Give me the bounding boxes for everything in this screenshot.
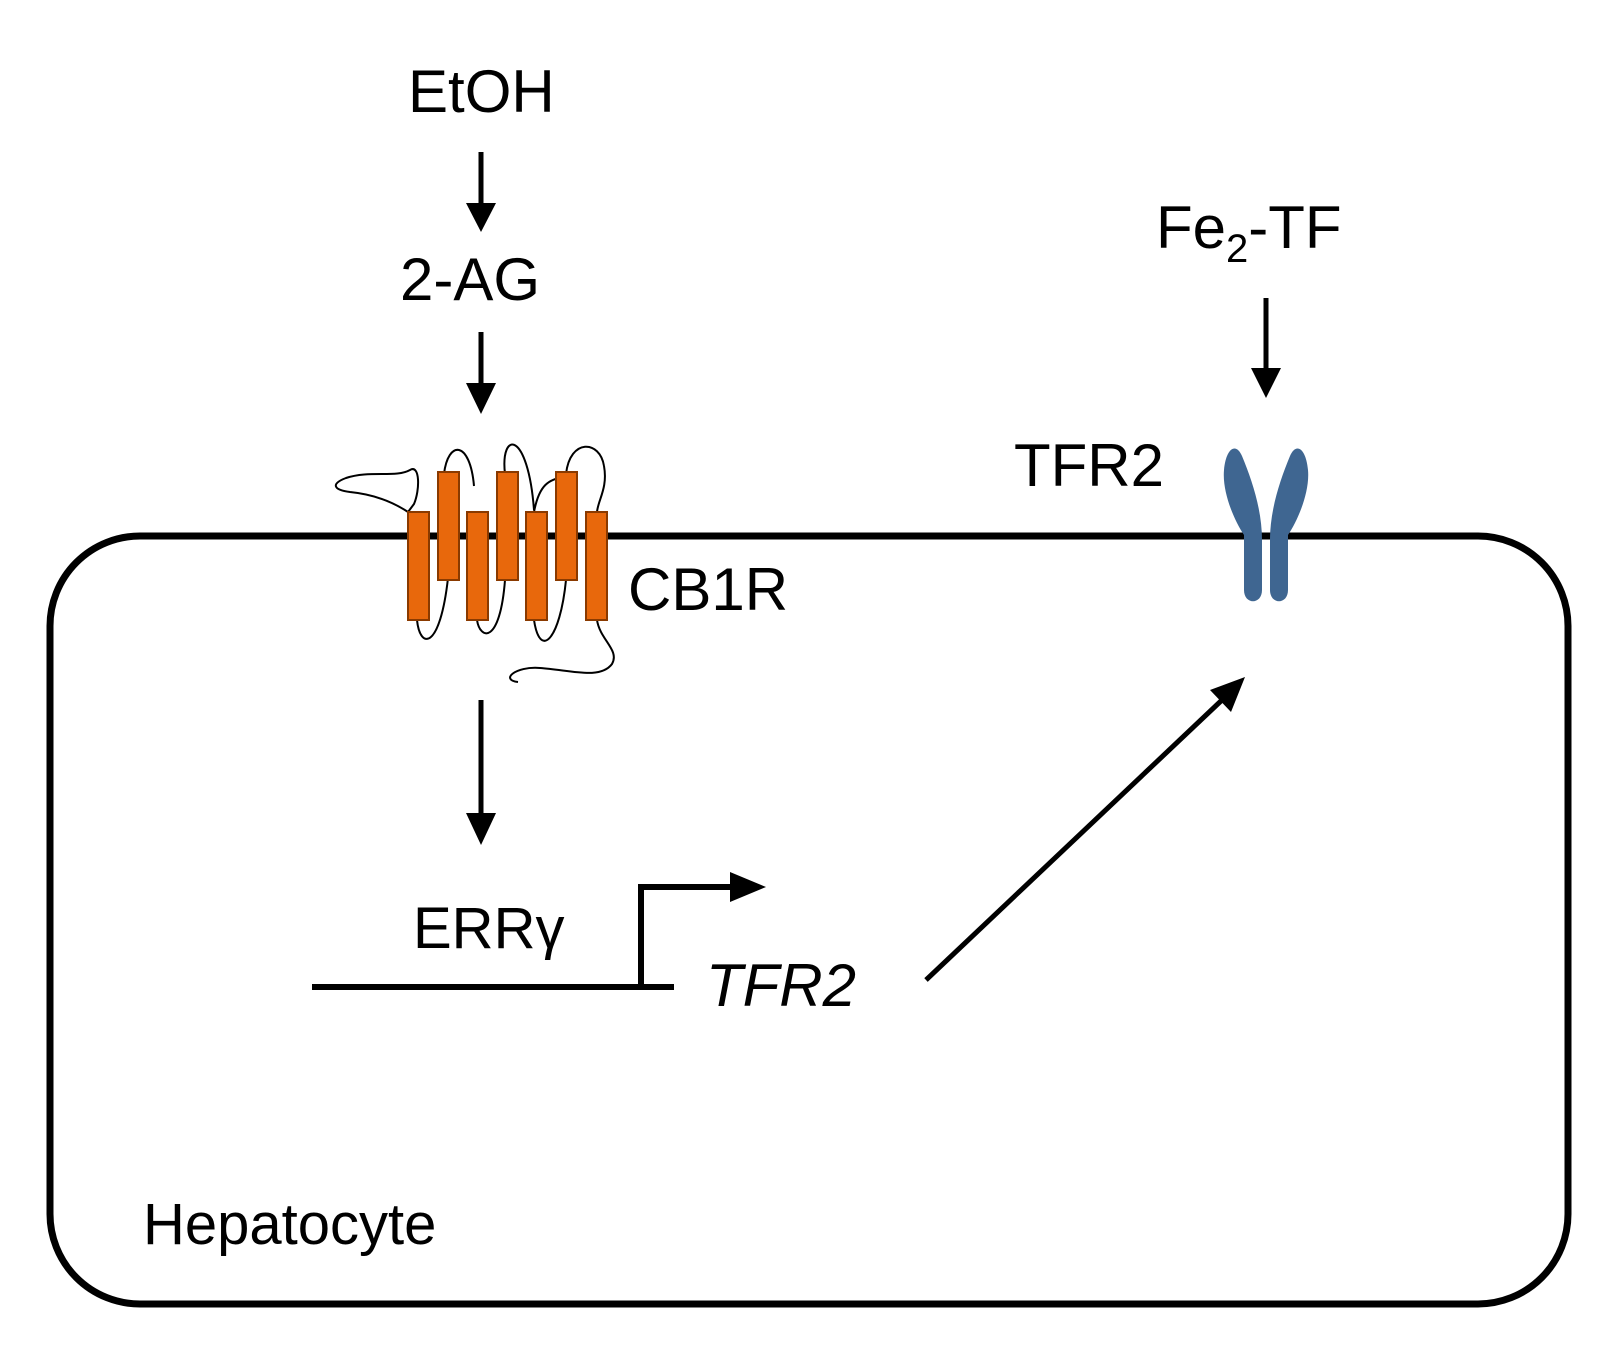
arrow-2ag-to-cb1r [466, 332, 496, 414]
hepatocyte-cell-membrane [46, 532, 1572, 1308]
tfr2-receptor [1223, 448, 1309, 602]
etoh-label: EtOH [408, 58, 555, 125]
fe2tf-label: Fe2-TF [1156, 198, 1342, 271]
cb1r-label: CB1R [628, 556, 789, 623]
arrow-fe2tf-to-tfr2 [1251, 298, 1281, 398]
cb1r-helix-7 [585, 511, 608, 621]
2ag-label: 2-AG [400, 246, 541, 313]
arrow-etoh-to-2ag [466, 152, 496, 232]
cb1r-receptor [335, 443, 615, 683]
tfr2-gene-label: TFR2 [706, 952, 856, 1019]
fe2tf-suffix: -TF [1248, 194, 1342, 261]
tfr2-receptor-label: TFR2 [1014, 432, 1164, 499]
fe2tf-prefix: Fe [1156, 194, 1227, 261]
arrow-cb1r-to-errgamma [466, 700, 496, 845]
tfr2-gene-promoter [312, 872, 766, 990]
cb1r-helix-1 [407, 511, 430, 621]
cb1r-n-terminus [335, 468, 420, 514]
errgamma-label: ERRγ [413, 896, 565, 961]
cb1r-helix-6 [555, 471, 578, 581]
cb1r-c-terminus [509, 619, 615, 683]
arrow-gene-to-receptor [924, 677, 1245, 982]
cb1r-helix-5 [525, 511, 548, 621]
cb1r-helix-3 [466, 511, 489, 621]
cb1r-helix-2 [437, 471, 460, 581]
hepatocyte-label: Hepatocyte [143, 1192, 437, 1257]
cb1r-helix-4 [496, 471, 519, 581]
fe2tf-subscript: 2 [1226, 227, 1249, 271]
